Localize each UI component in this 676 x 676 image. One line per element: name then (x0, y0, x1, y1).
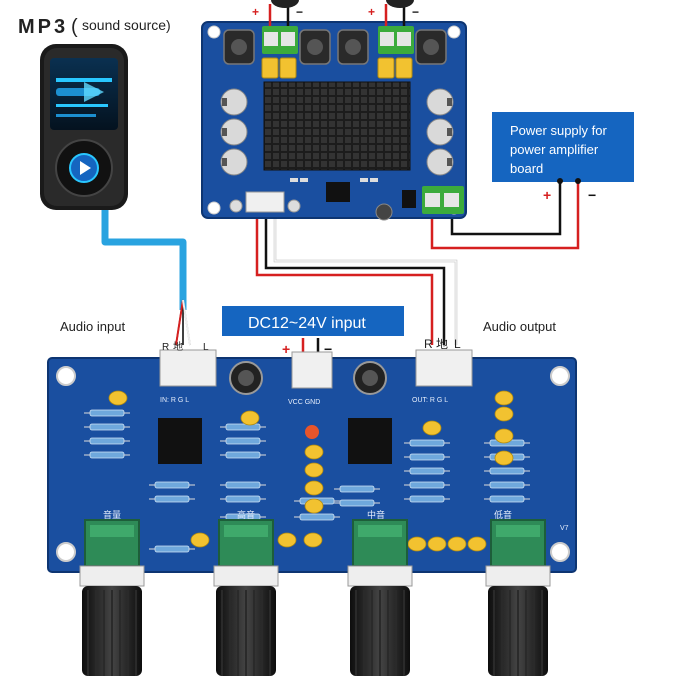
resistor (225, 481, 261, 489)
resistor (409, 481, 445, 489)
knob-2[interactable] (213, 565, 279, 676)
resistor (409, 453, 445, 461)
power-supply-line-1: Power supply for (510, 123, 607, 138)
resistor (89, 451, 125, 459)
resistor (154, 495, 190, 503)
speaker-terminal-right (378, 26, 414, 54)
resistor (489, 481, 525, 489)
power-amplifier-board (201, 0, 467, 221)
dc-input-box (222, 306, 404, 336)
film-capacitor (494, 390, 514, 406)
knob-3[interactable] (347, 565, 413, 676)
knob-1[interactable] (79, 565, 145, 676)
audio-output-wires (255, 205, 458, 345)
silk-vcc-gnd: VCC GND (288, 399, 320, 406)
in-l: L (203, 342, 209, 353)
amp-audio-input-header (245, 191, 285, 213)
film-capacitor (447, 536, 467, 552)
resistor (225, 451, 261, 459)
film-capacitor (494, 450, 514, 466)
resistor (409, 439, 445, 447)
in-gnd: 地 (173, 340, 183, 353)
resistor (225, 423, 261, 431)
dc-minus: − (324, 341, 332, 357)
silk-knob-label: 音量 (103, 509, 121, 521)
knob-4[interactable] (485, 565, 551, 676)
resistor (339, 485, 375, 493)
out-r: R (424, 337, 433, 351)
audio-input-label: Audio input (60, 319, 125, 334)
power-red-wire (430, 180, 580, 250)
film-capacitor (422, 420, 442, 436)
silk-knob-label: 高音 (237, 509, 255, 521)
power-supply-line-3: board (510, 161, 543, 176)
title-sound-source: sound source) (82, 17, 171, 33)
spk-right-plus: + (368, 5, 375, 19)
spk-left-minus: − (296, 5, 303, 19)
silk-out-header: OUT: R G L (412, 397, 448, 404)
resistor (409, 495, 445, 503)
film-capacitor (467, 536, 487, 552)
film-capacitor (304, 498, 324, 514)
silk-knob-label: 中音 (367, 509, 385, 521)
dc-input-label: DC12~24V input (248, 315, 366, 332)
power-supply-box (492, 112, 634, 182)
in-r: R (162, 342, 169, 353)
speaker-terminal-left (262, 26, 298, 54)
film-capacitor (304, 480, 324, 496)
film-capacitor (304, 462, 324, 478)
resistor (489, 495, 525, 503)
film-capacitor (190, 532, 210, 548)
resistor (89, 437, 125, 445)
title-paren: ( (71, 16, 78, 38)
spk-right-minus: − (412, 5, 419, 19)
out-gnd: 地 (436, 337, 448, 351)
audio-in-connector (159, 349, 217, 387)
silk-knob-label: 低音 (494, 509, 512, 521)
film-capacitor (277, 532, 297, 548)
resistor (154, 481, 190, 489)
power-input-terminal (422, 186, 464, 214)
title-mp3: MP3 (18, 16, 68, 38)
resistor (89, 409, 125, 417)
silk-v7: V7 (560, 525, 569, 532)
mp3-player (40, 44, 128, 210)
film-capacitor (303, 532, 323, 548)
power-supply-line-2: power amplifier (510, 142, 599, 157)
resistor (339, 499, 375, 507)
dc-in-connector (291, 351, 333, 389)
audio-output-label: Audio output (483, 319, 556, 334)
resistor (89, 423, 125, 431)
supply-plus: + (543, 187, 551, 203)
film-capacitor (407, 536, 427, 552)
film-capacitor (240, 410, 260, 426)
film-capacitor (494, 406, 514, 422)
resistor (225, 437, 261, 445)
film-capacitor (494, 428, 514, 444)
film-capacitor (304, 444, 324, 460)
resistor (409, 467, 445, 475)
audio-out-connector (415, 349, 473, 387)
resistor (299, 513, 335, 521)
silk-in-header: IN: R G L (160, 397, 189, 404)
supply-minus: − (588, 187, 596, 203)
film-capacitor (108, 390, 128, 406)
resistor (154, 545, 190, 553)
out-l: L (454, 337, 461, 351)
tone-control-board (47, 349, 577, 573)
heatsink (263, 81, 411, 171)
audio-input-cable (101, 205, 187, 310)
spk-left-plus: + (252, 5, 259, 19)
resistor (489, 467, 525, 475)
dc-plus: + (282, 341, 290, 357)
resistor (225, 495, 261, 503)
power-black-wire (450, 180, 562, 236)
film-capacitor (427, 536, 447, 552)
